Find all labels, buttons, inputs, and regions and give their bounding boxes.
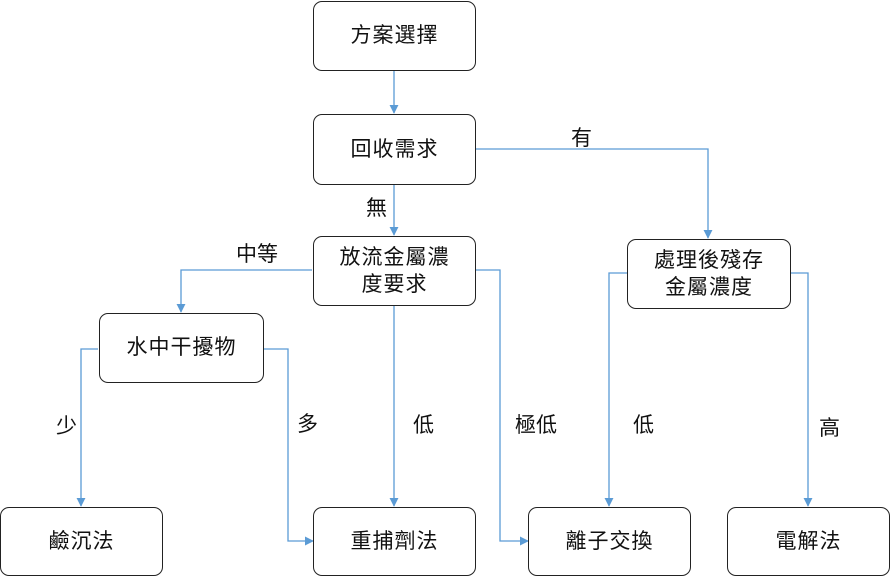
node-ion-exchange: 離子交換 [528,507,691,576]
edge-label-few: 少 [56,414,77,438]
connector-n4-n8 [604,272,627,507]
connector-n5-n7 [264,348,314,546]
edge-label-medium: 中等 [236,242,278,266]
connector-n3-n8 [476,269,529,546]
edge-label-low: 低 [413,413,434,437]
node-alkali-precipitation: 鹼沉法 [0,507,163,576]
connector-n3-n5 [176,269,312,313]
connector-n4-n9 [791,272,813,507]
edge-label-no: 無 [366,196,387,220]
node-residual-metal-concentration: 處理後殘存 金屬濃度 [627,239,791,309]
edge-label-low-residual: 低 [633,413,654,437]
edge-label-high: 高 [819,416,840,440]
edge-label-yes: 有 [571,126,592,150]
node-heavy-metal-scavenger: 重捕劑法 [313,507,476,576]
connector-n5-n6 [76,348,98,507]
edge-label-very-low: 極低 [515,413,557,437]
connector-n2-n4 [476,148,713,239]
edge-label-many: 多 [297,412,318,436]
node-water-interferents: 水中干擾物 [99,313,264,383]
node-recovery-demand: 回收需求 [313,114,476,185]
node-discharge-metal-concentration: 放流金屬濃 度要求 [313,236,476,306]
node-electrolysis: 電解法 [727,507,890,576]
node-solution-selection: 方案選擇 [313,1,476,71]
